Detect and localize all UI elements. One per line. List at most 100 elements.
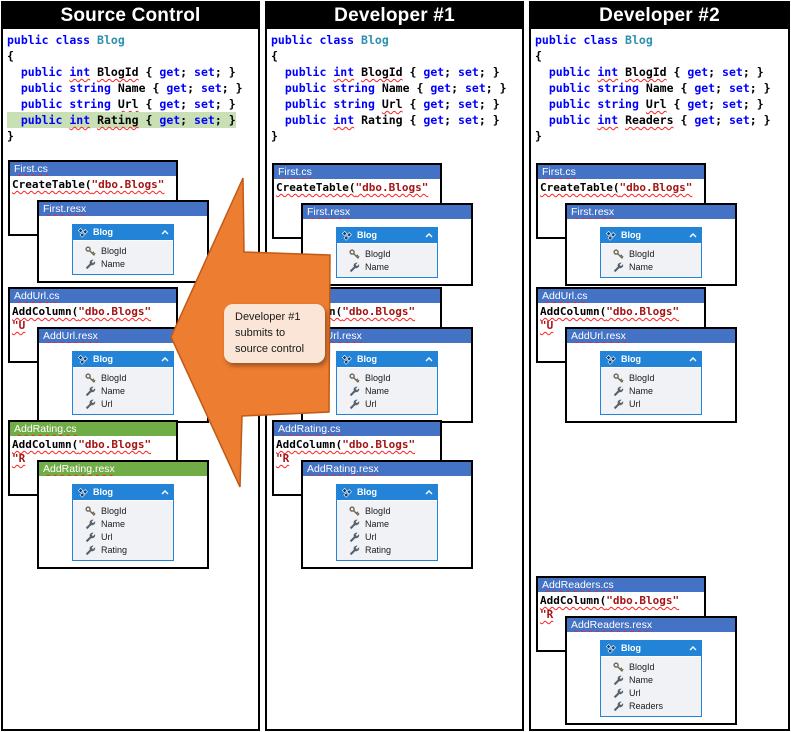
string-argument: "dbo.Blogs" — [342, 438, 416, 451]
code-line: { — [271, 48, 522, 64]
resx-file-name: First.resx — [307, 206, 351, 218]
wrench-icon — [349, 519, 360, 530]
code-token: ; — [451, 81, 459, 95]
wrench-icon — [613, 688, 624, 699]
key-icon — [85, 506, 96, 516]
entity-icon-wrap — [78, 487, 88, 498]
cs-file-name: First.cs — [542, 166, 576, 178]
code-token: ; — [180, 113, 188, 127]
code-token — [375, 97, 382, 111]
key-icon-wrap — [85, 506, 96, 517]
entity-field-label: BlogId — [629, 373, 655, 383]
cs-file-code: CreateTable("dbo.Blogs" — [538, 179, 704, 195]
wrench-icon-wrap — [85, 532, 96, 543]
code-token: { — [673, 81, 695, 95]
column-title: Source Control — [3, 3, 258, 29]
resx-file-titlebar: AddUrl.resx — [303, 329, 471, 343]
chevron-up-icon — [689, 233, 697, 238]
entity-icon-wrap — [342, 230, 352, 241]
entity-icon-wrap — [78, 354, 88, 365]
keyword-class: class — [583, 33, 619, 47]
code-token: } — [756, 81, 771, 95]
wrench-icon-wrap — [349, 532, 360, 543]
column-title: Developer #1 — [267, 3, 522, 29]
property-name: Url — [117, 97, 139, 111]
code-line-property: public string Url { get; set; } — [7, 96, 258, 112]
chevron-up-icon — [425, 233, 433, 238]
entity-table-title: Blog — [357, 354, 377, 364]
code-token — [7, 81, 21, 95]
wrench-icon-wrap — [349, 519, 360, 530]
code-line: public class Blog — [535, 32, 788, 48]
code-token: ; — [478, 65, 486, 79]
code-token — [90, 33, 97, 47]
entity-table-title: Blog — [621, 643, 641, 653]
keyword-get: get — [423, 97, 445, 111]
code-line-property: public string Name { get; set; } — [535, 80, 788, 96]
code-token: ; — [180, 97, 188, 111]
string-argument: "dbo.Blogs" — [619, 181, 693, 194]
cs-code-line-1: AddColumn("dbo.Blogs" — [540, 305, 704, 319]
entity-field-row: Rating — [349, 544, 437, 557]
cs-file-name: AddUrl.cs — [14, 290, 60, 302]
chevron-icon-wrap — [161, 357, 169, 362]
wrench-icon — [613, 386, 624, 397]
keyword-set: set — [200, 81, 222, 95]
entity-field-label: BlogId — [629, 249, 655, 259]
keyword-public: public — [548, 81, 591, 95]
cs-file-code: CreateTable("dbo.Blogs" — [274, 179, 440, 195]
property-line: public int Rating { get; set; } — [7, 112, 236, 128]
cs-file-name: AddUrl.cs — [278, 290, 324, 302]
arrow-callout: Developer #1 submits to source control — [224, 304, 325, 363]
code-line-property: public string Url { get; set; } — [271, 96, 522, 112]
code-token — [618, 33, 625, 47]
cs-file-titlebar: AddReaders.cs — [538, 578, 704, 592]
code-token: ; — [708, 97, 716, 111]
keyword-get: get — [694, 81, 716, 95]
entity-table-title: Blog — [93, 354, 113, 364]
method-call: CreateTable( — [12, 178, 92, 191]
code-token: } — [221, 113, 236, 127]
code-token — [722, 113, 729, 127]
keyword-set: set — [458, 113, 479, 127]
wrench-icon-wrap — [85, 259, 96, 270]
entity-field-label: BlogId — [101, 506, 127, 516]
cs-file-name: AddRating.cs — [278, 423, 341, 435]
entity-field-row: Name — [85, 258, 173, 271]
entity-icon — [342, 354, 352, 365]
code-token — [535, 65, 549, 79]
resx-file-name: AddRating.resx — [43, 463, 115, 475]
entity-field-label: BlogId — [365, 373, 391, 383]
column-developer-2: Developer #2 public class Blog{ public i… — [529, 1, 790, 731]
code-token: { — [666, 65, 688, 79]
property-type: int — [69, 113, 91, 127]
chevron-up-icon — [689, 357, 697, 362]
code-token: ; — [485, 81, 493, 95]
property-type: string — [597, 97, 639, 111]
code-line: } — [271, 128, 522, 144]
wrench-icon — [613, 675, 624, 686]
entity-table-title: Blog — [93, 227, 113, 237]
wrench-icon — [349, 532, 360, 543]
entity-field-row: Url — [349, 531, 437, 544]
cs-code-line-1: CreateTable("dbo.Blogs" — [12, 178, 176, 192]
entity-table-title: Blog — [357, 487, 377, 497]
code-token — [451, 97, 458, 111]
property-line: public string Name { get; set; } — [271, 81, 507, 95]
open-brace: { — [7, 49, 14, 63]
chevron-icon-wrap — [425, 233, 433, 238]
method-call: AddColumn( — [12, 438, 79, 451]
wrench-icon-wrap — [613, 399, 624, 410]
entity-field-row: Name — [613, 261, 701, 274]
property-type: string — [69, 97, 111, 111]
keyword-public: public — [271, 33, 313, 47]
